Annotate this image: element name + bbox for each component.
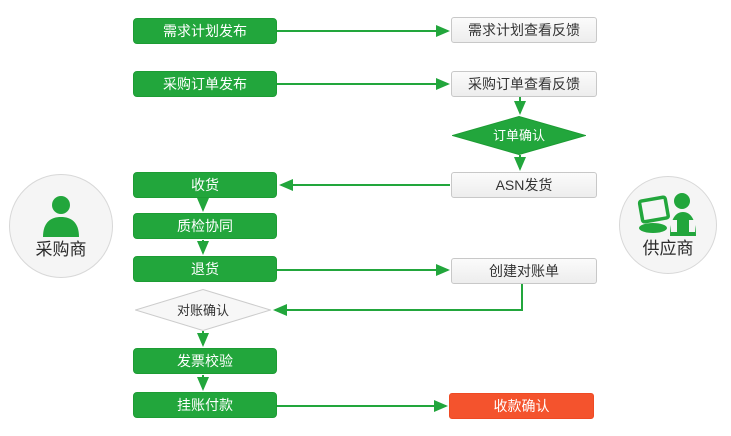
node-asn-ship: ASN发货 (451, 172, 597, 198)
node-label: 收货 (191, 177, 219, 193)
flow-edge-create-statement-to-confirm (273, 284, 523, 316)
node-payment-confirm: 收款确认 (449, 393, 594, 419)
node-label: 收款确认 (493, 398, 550, 414)
node-label: 对账确认 (176, 302, 229, 318)
node-label: 采购订单查看反馈 (468, 76, 580, 92)
actor-buyer: 采购商 (9, 174, 113, 278)
person-laptop-icon (637, 192, 699, 238)
node-label: 质检协同 (177, 218, 233, 234)
node-label: 需求计划查看反馈 (468, 22, 580, 38)
node-order-confirm: 订单确认 (452, 116, 586, 155)
node-label: 发票校验 (177, 353, 233, 369)
node-label: 需求计划发布 (163, 23, 247, 39)
node-label: 挂账付款 (177, 397, 233, 413)
diamond-shape (135, 289, 271, 331)
node-label: 订单确认 (492, 128, 545, 143)
node-book-payment: 挂账付款 (133, 392, 277, 418)
node-po-view-feedback: 采购订单查看反馈 (451, 71, 597, 97)
node-demand-plan-publish: 需求计划发布 (133, 18, 277, 44)
node-statement-confirm: 对账确认 (135, 289, 271, 331)
actor-supplier: 供应商 (619, 176, 717, 274)
node-po-publish: 采购订单发布 (133, 71, 277, 97)
node-label: ASN发货 (495, 177, 553, 193)
node-quality-collab: 质检协同 (133, 213, 277, 239)
person-icon (38, 193, 84, 239)
node-label: 创建对账单 (489, 263, 559, 279)
node-receive-goods: 收货 (133, 172, 277, 198)
node-create-statement: 创建对账单 (451, 258, 597, 284)
node-label: 采购订单发布 (163, 76, 247, 92)
diamond-shape (452, 116, 586, 155)
actor-label: 采购商 (35, 239, 87, 259)
node-demand-plan-view-feedback: 需求计划查看反馈 (451, 17, 597, 43)
actor-label: 供应商 (642, 238, 694, 258)
node-invoice-verify: 发票校验 (133, 348, 277, 374)
node-label: 退货 (191, 261, 219, 277)
node-return-goods: 退货 (133, 256, 277, 282)
